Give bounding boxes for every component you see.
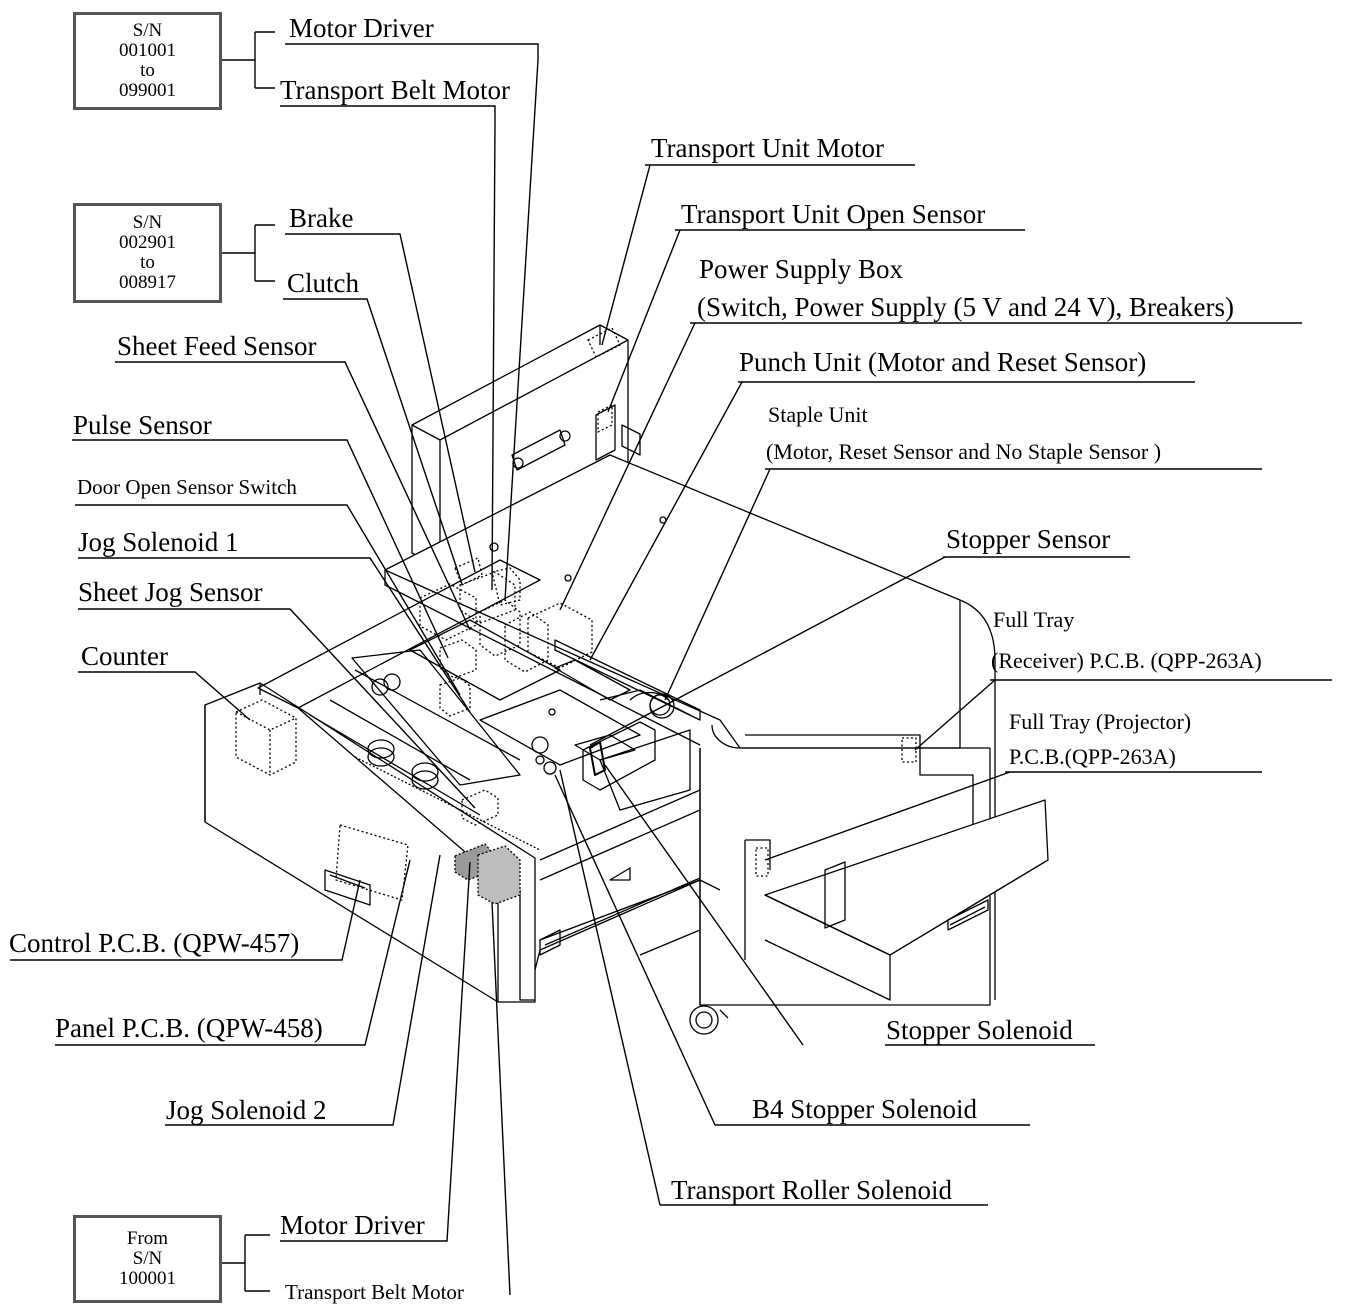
label-power-supply-box-detail: (Switch, Power Supply (5 V and 24 V), Br… [697, 292, 1234, 322]
label-control-pcb: Control P.C.B. (QPW-457) [9, 928, 300, 958]
label-full-tray-receiver: Full Tray [993, 607, 1075, 632]
label-full-tray-projector: Full Tray (Projector) [1009, 709, 1192, 734]
label-staple-unit: Staple Unit [768, 402, 868, 427]
label-motor-driver-bottom: Motor Driver [280, 1210, 425, 1240]
serial-range-box-001001-099001: S/N 001001 to 099001 [73, 12, 222, 110]
label-jog-solenoid-1: Jog Solenoid 1 [78, 527, 239, 557]
sn-line: 099001 [119, 80, 176, 101]
label-panel-pcb: Panel P.C.B. (QPW-458) [55, 1013, 323, 1043]
label-motor-driver-top: Motor Driver [289, 13, 434, 43]
sn-line: S/N [132, 1248, 163, 1269]
sn-line: 008917 [119, 272, 176, 293]
label-transport-belt-motor-bottom: Transport Belt Motor [285, 1280, 464, 1304]
label-door-open-sensor-switch: Door Open Sensor Switch [77, 475, 297, 499]
label-power-supply-box: Power Supply Box [699, 254, 904, 284]
label-full-tray-receiver-pcb: (Receiver) P.C.B. (QPP-263A) [991, 648, 1262, 673]
label-stopper-solenoid: Stopper Solenoid [886, 1015, 1073, 1045]
label-stopper-sensor: Stopper Sensor [946, 524, 1111, 554]
finisher-machine-drawing [204, 324, 1049, 1035]
sn-line: to [140, 60, 155, 81]
label-brake: Brake [289, 203, 354, 233]
label-transport-unit-motor: Transport Unit Motor [651, 133, 885, 163]
label-staple-unit-detail: (Motor, Reset Sensor and No Staple Senso… [766, 439, 1162, 464]
label-counter: Counter [81, 641, 168, 671]
label-transport-belt-motor-top: Transport Belt Motor [280, 75, 511, 105]
label-transport-roller-solenoid: Transport Roller Solenoid [671, 1175, 953, 1205]
label-clutch: Clutch [287, 268, 359, 298]
label-sheet-jog-sensor: Sheet Jog Sensor [78, 577, 263, 607]
sn-line: 001001 [119, 40, 176, 61]
sn-line: 002901 [119, 232, 176, 253]
label-b4-stopper-solenoid: B4 Stopper Solenoid [752, 1094, 978, 1124]
serial-from-box-100001: From S/N 100001 [73, 1215, 222, 1303]
label-jog-solenoid-2: Jog Solenoid 2 [166, 1095, 327, 1125]
sn-line: S/N [132, 20, 163, 41]
sn-line: S/N [132, 212, 163, 233]
leader-lines [10, 31, 1332, 1296]
sn-line: to [140, 252, 155, 273]
label-transport-unit-open-sensor: Transport Unit Open Sensor [681, 199, 986, 229]
label-sheet-feed-sensor: Sheet Feed Sensor [117, 331, 317, 361]
serial-range-box-002901-008917: S/N 002901 to 008917 [73, 203, 222, 303]
label-punch-unit: Punch Unit (Motor and Reset Sensor) [739, 347, 1147, 377]
sn-line: 100001 [119, 1268, 176, 1289]
sn-line: From [126, 1228, 169, 1249]
label-pulse-sensor: Pulse Sensor [73, 410, 212, 440]
label-full-tray-projector-pcb: P.C.B.(QPP-263A) [1009, 744, 1176, 769]
